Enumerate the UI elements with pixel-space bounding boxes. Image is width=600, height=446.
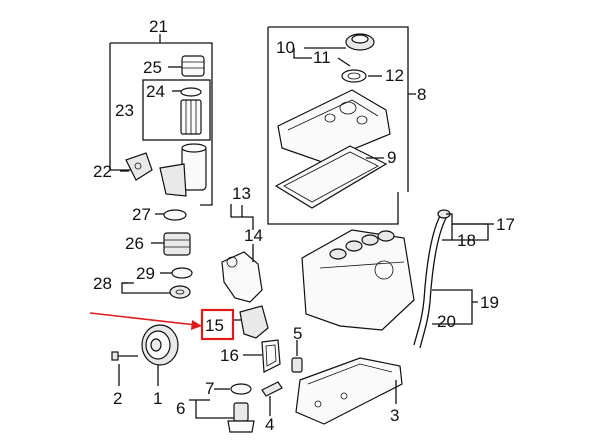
part-cover-15	[232, 305, 269, 339]
part-engine-block	[301, 229, 415, 331]
part-gasket-9	[274, 145, 388, 209]
part-oil-cooler	[151, 232, 191, 256]
part-bracket-22	[120, 152, 153, 181]
callout-11: 11	[313, 48, 331, 67]
callout-23: 23	[115, 101, 134, 120]
callout-22: 22	[93, 162, 112, 181]
callout-29: 29	[136, 264, 155, 283]
part-adaptor-28	[121, 282, 191, 299]
group-8	[267, 26, 416, 225]
callout-1: 1	[153, 389, 162, 408]
highlight-arrow	[89, 312, 202, 330]
part-seal-29	[160, 267, 193, 279]
highlight-box	[200, 308, 235, 341]
part-oil-pan	[295, 357, 403, 425]
part-plug-5	[291, 340, 303, 373]
callout-26: 26	[125, 234, 144, 253]
part-filter-housing	[159, 143, 207, 197]
callout-4: 4	[265, 415, 274, 434]
part-pulley-1	[141, 324, 179, 386]
part-seal-12	[341, 69, 367, 83]
callout-15: 15	[205, 316, 224, 335]
callout-9: 9	[387, 148, 396, 167]
callout-3: 3	[390, 406, 399, 425]
part-gasket-16	[243, 339, 281, 373]
callout-17: 17	[496, 215, 515, 234]
callout-16: 16	[220, 346, 239, 365]
part-sensor-6	[189, 399, 255, 433]
callout-18: 18	[457, 231, 476, 250]
part-valve-cover	[277, 89, 391, 163]
part-o-ring-24	[172, 87, 202, 97]
callout-8: 8	[417, 85, 426, 104]
part-ring-27	[155, 209, 187, 221]
callout-2: 2	[113, 389, 122, 408]
callout-19: 19	[480, 293, 499, 312]
callout-21: 21	[149, 17, 168, 36]
part-cap	[168, 55, 205, 77]
part-filler-cap	[345, 33, 375, 51]
part-sensor-4	[261, 381, 283, 416]
callout-13: 13	[232, 184, 251, 203]
part-ring-7	[214, 383, 252, 395]
callout-24: 24	[146, 82, 165, 101]
callout-25: 25	[143, 58, 162, 77]
callout-7: 7	[205, 379, 214, 398]
callout-20: 20	[437, 312, 456, 331]
callout-28: 28	[93, 274, 112, 293]
part-dipstick	[413, 209, 494, 349]
part-bolt-2	[111, 351, 138, 386]
callout-5: 5	[293, 324, 302, 343]
callout-14: 14	[244, 226, 263, 245]
callout-27: 27	[132, 205, 151, 224]
callout-6: 6	[176, 399, 185, 418]
part-timing-cover-13	[221, 204, 263, 303]
callout-10: 10	[276, 38, 295, 57]
part-filter-element	[180, 99, 202, 135]
callout-12: 12	[385, 66, 404, 85]
